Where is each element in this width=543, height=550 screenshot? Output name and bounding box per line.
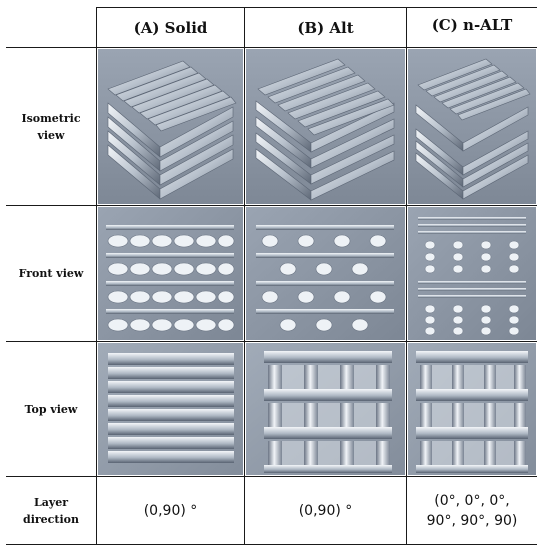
- stacked-rods-alternating: [255, 58, 395, 201]
- isometric-n-alt-image: [408, 49, 536, 204]
- row-label-top-text: Top view: [24, 402, 78, 416]
- front-n-alt-image: [408, 207, 536, 340]
- comparison-table: (A) Solid (B) Alt (C) n-ALT Isometric vi…: [6, 7, 537, 545]
- row-divider-2: [6, 341, 537, 342]
- row-label-layer-text: Layer direction: [23, 495, 79, 526]
- top-alt-image: [246, 343, 405, 475]
- column-header-solid: (A) Solid: [133, 18, 208, 37]
- front-alt-image: [246, 207, 405, 340]
- layer-direction-solid: (0,90) °: [143, 502, 198, 519]
- col-divider-3: [406, 7, 407, 545]
- top-rods-alt: [264, 351, 392, 473]
- front-rows-n-alt: [418, 217, 526, 336]
- row-label-front-text: Front view: [18, 267, 84, 280]
- front-rows-alt: [256, 225, 394, 332]
- top-rods-n-alt: [416, 351, 528, 473]
- table-top-border: [96, 7, 537, 8]
- header-divider: [6, 47, 537, 48]
- column-header-n-alt: (C) n-ALT: [431, 15, 513, 34]
- front-rows-solid: [106, 225, 235, 332]
- layer-direction-n-alt: (0°, 0°, 0°, 90°, 90°, 90): [407, 477, 537, 544]
- row-label-top: Top view: [6, 342, 96, 476]
- top-solid-image: [98, 343, 243, 475]
- row-divider-3: [6, 476, 537, 477]
- row-divider-1: [6, 205, 537, 206]
- col-divider-1: [96, 7, 97, 545]
- stacked-rods: [107, 60, 237, 200]
- column-header-alt: (B) Alt: [297, 18, 354, 37]
- row-label-front: Front view: [6, 206, 96, 341]
- col-divider-2: [244, 7, 245, 545]
- row-label-layer: Layer direction: [6, 477, 96, 544]
- layer-direction-n-alt-line1: (0°, 0°, 0°,: [434, 492, 510, 509]
- isometric-alt-image: [246, 49, 405, 204]
- stacked-rods-n-alternating: [415, 58, 531, 200]
- layer-direction-alt: (0,90) °: [298, 502, 353, 519]
- front-solid-image: [98, 207, 243, 340]
- row-label-isometric-text: Isometric view: [21, 111, 81, 142]
- row-label-isometric: Isometric view: [6, 48, 96, 205]
- isometric-solid-image: [98, 49, 243, 204]
- layer-direction-n-alt-line2: 90°, 90°, 90): [426, 512, 518, 529]
- top-rods-solid: [108, 353, 234, 463]
- top-n-alt-image: [408, 343, 536, 475]
- table-bottom-border: [6, 544, 537, 545]
